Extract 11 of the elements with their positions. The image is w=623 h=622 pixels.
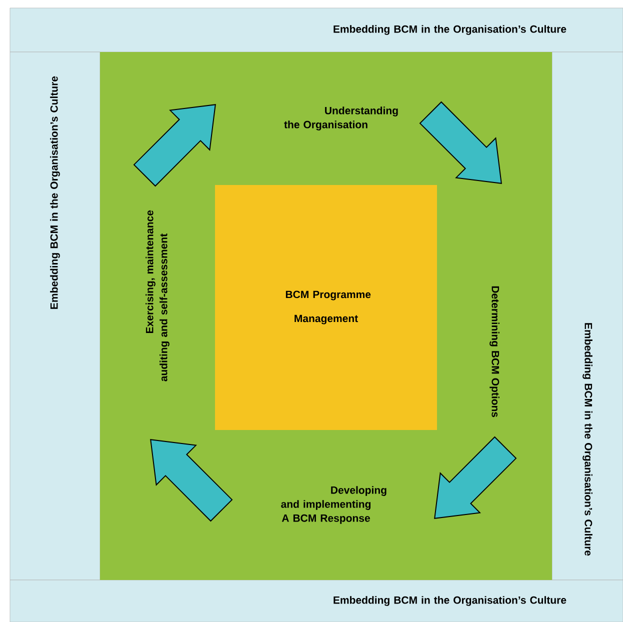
node-label: Determining BCM Options: [490, 286, 500, 418]
node-label: Embedding BCM in the Organisation’s Culture: [582, 323, 592, 556]
stage-panel: Determining BCM Options: [437, 185, 552, 430]
band: Embedding BCM in the Organisation’s Culture: [10, 580, 623, 622]
band: Embedding BCM in the Organisation’s Culture: [10, 52, 100, 580]
node-label: Developing and implementing A BCM Response: [281, 486, 386, 524]
node-label: Exercising, maintenance auditing and self-assessment: [146, 210, 170, 382]
band: Embedding BCM in the Organisation’s Culture: [10, 8, 623, 52]
center-box: BCM Programme Management: [215, 185, 437, 430]
band: Embedding BCM in the Organisation’s Culture: [552, 52, 623, 580]
stage-panel: Exercising, maintenance auditing and self-assessment: [100, 185, 215, 430]
